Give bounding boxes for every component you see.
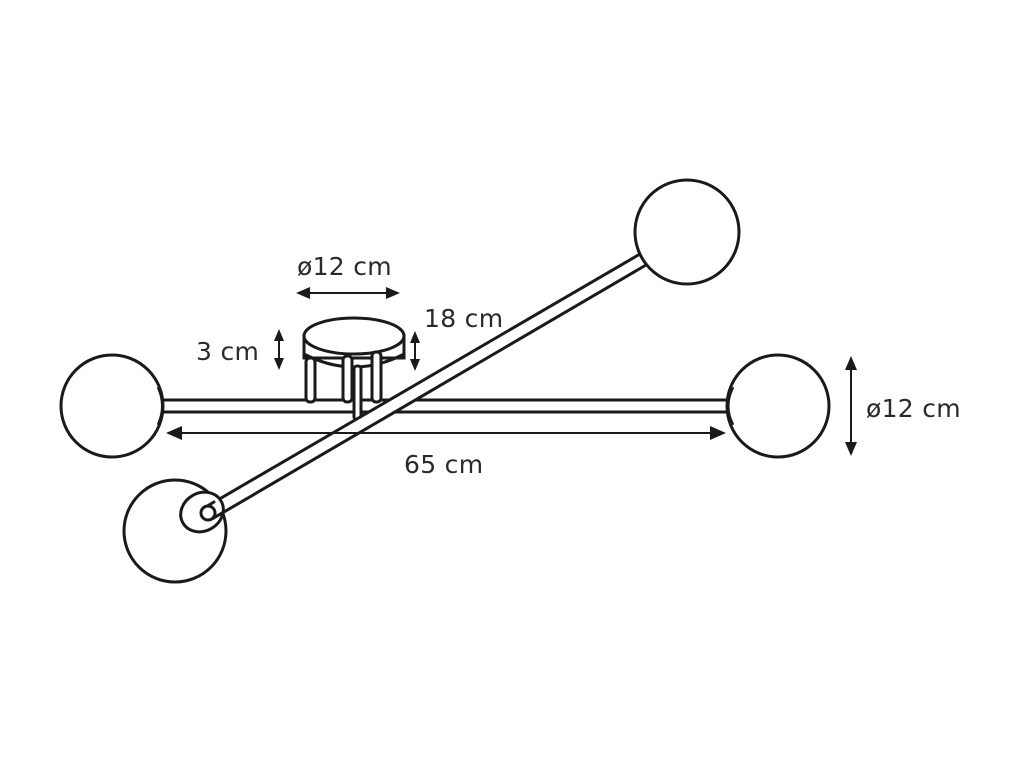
total-width-arrow: [166, 426, 726, 440]
globe-bottom-left: [122, 478, 228, 584]
globe-diameter-arrow: [845, 356, 857, 456]
globe-diameter-label: ø12 cm: [866, 394, 961, 423]
canopy-diameter-label: ø12 cm: [297, 252, 392, 281]
ceiling-canopy: [302, 316, 406, 369]
diagonal-arm: [199, 252, 648, 522]
globe-left: [59, 353, 165, 459]
drop-rods: [304, 350, 383, 422]
globe-top-right: [633, 178, 741, 286]
canopy-height-arrow: [274, 329, 284, 370]
drop-height-arrow: [410, 331, 420, 371]
total-width-label: 65 cm: [404, 450, 483, 479]
canopy-diameter-arrow: [296, 287, 400, 299]
canopy-height-label: 3 cm: [196, 337, 259, 366]
globe-right: [725, 353, 831, 459]
drop-height-label: 18 cm: [424, 304, 503, 333]
horizontal-arm: [158, 398, 730, 414]
